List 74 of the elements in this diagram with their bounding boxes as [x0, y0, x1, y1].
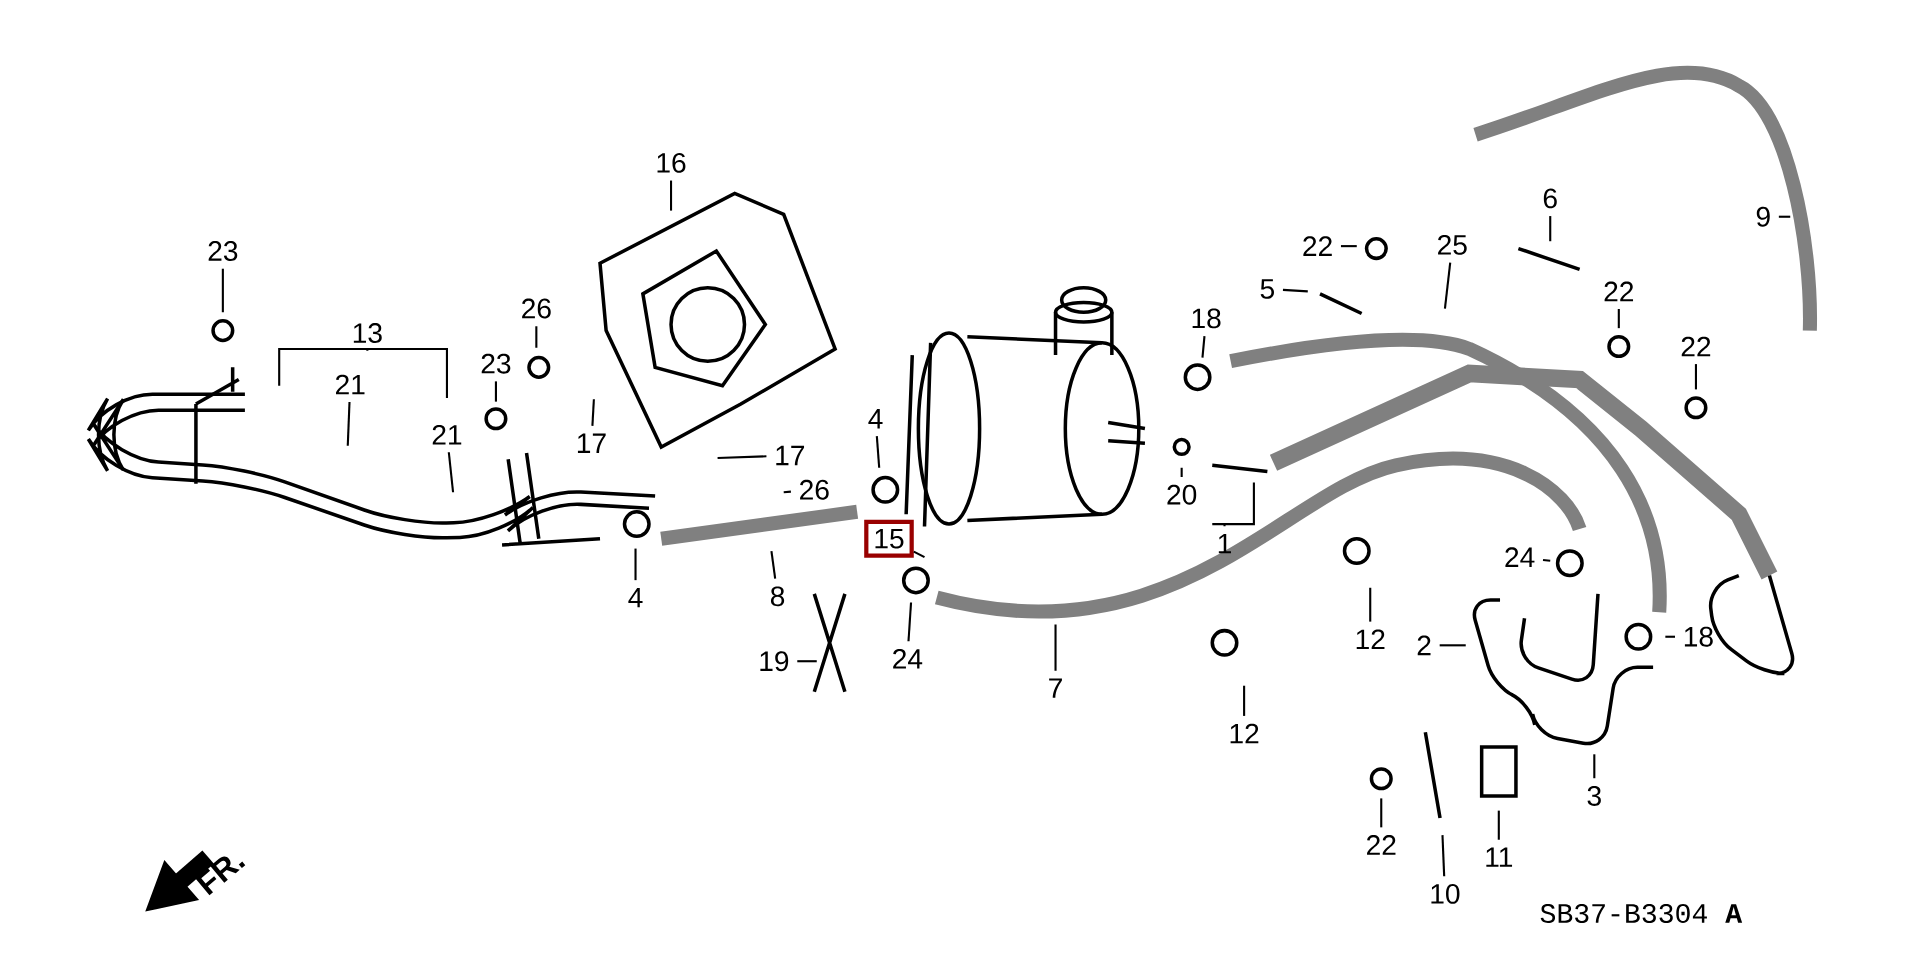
- leader-line: [1665, 635, 1675, 638]
- callout-number: 11: [1486, 847, 1513, 867]
- callout-number: 6: [1543, 188, 1557, 209]
- leader-line: [1441, 835, 1446, 877]
- callout-number: 26: [522, 298, 551, 319]
- callout-number: 3: [1587, 786, 1601, 806]
- callout-number: 1: [1218, 534, 1231, 554]
- leader-line: [221, 268, 224, 313]
- callout-number: 18: [1684, 626, 1713, 647]
- callout-number: 22: [1303, 236, 1332, 256]
- leader-line: [1369, 587, 1372, 622]
- callout-number: 4: [628, 587, 643, 608]
- callout-number: 20: [1167, 484, 1197, 505]
- leader-line: [717, 455, 767, 460]
- direction-label: FR.: [195, 856, 246, 896]
- callout-number: 5: [1260, 279, 1274, 299]
- callout-number: 9: [1756, 206, 1770, 227]
- leader-line: [669, 180, 673, 211]
- callout-number: 24: [1505, 547, 1535, 567]
- callout-number: 16: [657, 152, 686, 173]
- callout-number: 12: [1230, 723, 1259, 744]
- callout-number: 25: [1438, 234, 1467, 255]
- leader-line: [1340, 245, 1357, 248]
- leader-line: [346, 402, 351, 446]
- leader-line: [1201, 335, 1206, 358]
- leader-line: [591, 399, 595, 426]
- callout-number: 26: [800, 479, 829, 500]
- callout-number: 2: [1417, 635, 1431, 656]
- callout-number: 22: [1681, 336, 1711, 357]
- callout-number: 8: [770, 586, 785, 607]
- leader-line: [1380, 798, 1383, 828]
- leader-line: [278, 347, 448, 399]
- leader-line: [1180, 467, 1183, 477]
- leader-line: [447, 452, 455, 493]
- drawing-code: SB37-B3304 A: [1540, 903, 1743, 924]
- leader-line: [494, 381, 497, 402]
- leader-line: [1542, 558, 1551, 562]
- leader-line: [1497, 810, 1500, 840]
- leader-line: [797, 660, 817, 663]
- leader-line: [535, 326, 538, 348]
- callout-number: 23: [208, 241, 238, 261]
- leader-line: [634, 548, 637, 581]
- callout-number: 17: [577, 433, 606, 453]
- leader-line: [783, 490, 791, 494]
- callout-number: 22: [1604, 281, 1634, 302]
- leader-line: [1439, 644, 1466, 647]
- leader-line: [1593, 754, 1596, 779]
- leader-line: [907, 602, 913, 642]
- callout-number: 23: [481, 353, 511, 374]
- callout-number: 21: [336, 374, 365, 395]
- leader-line: [1549, 216, 1552, 242]
- callout-number: 24: [893, 648, 923, 669]
- leader-line: [1443, 262, 1452, 309]
- leader-line: [1617, 309, 1620, 329]
- callout-number: 21: [432, 424, 462, 445]
- callout-number: 12: [1356, 629, 1385, 649]
- leader-line: [1211, 481, 1255, 528]
- leader-line: [913, 550, 925, 559]
- callout-number: 18: [1192, 308, 1221, 329]
- callout-number: 13: [353, 323, 382, 344]
- callout-number: 10: [1431, 883, 1460, 904]
- leader-line: [1282, 288, 1308, 293]
- callout-number: 19: [760, 651, 789, 672]
- leader-line: [1778, 215, 1791, 218]
- callout-number: 22: [1367, 835, 1396, 855]
- boxed-callout-number: 15: [864, 519, 914, 558]
- callout-number: 7: [1049, 678, 1062, 698]
- callout-number: 4: [868, 409, 883, 429]
- leader-line: [875, 436, 881, 468]
- leader-line: [1054, 624, 1057, 671]
- leader-line: [1694, 364, 1697, 390]
- callout-number: 17: [776, 445, 805, 466]
- leader-line: [1243, 685, 1246, 716]
- leader-line: [770, 550, 777, 579]
